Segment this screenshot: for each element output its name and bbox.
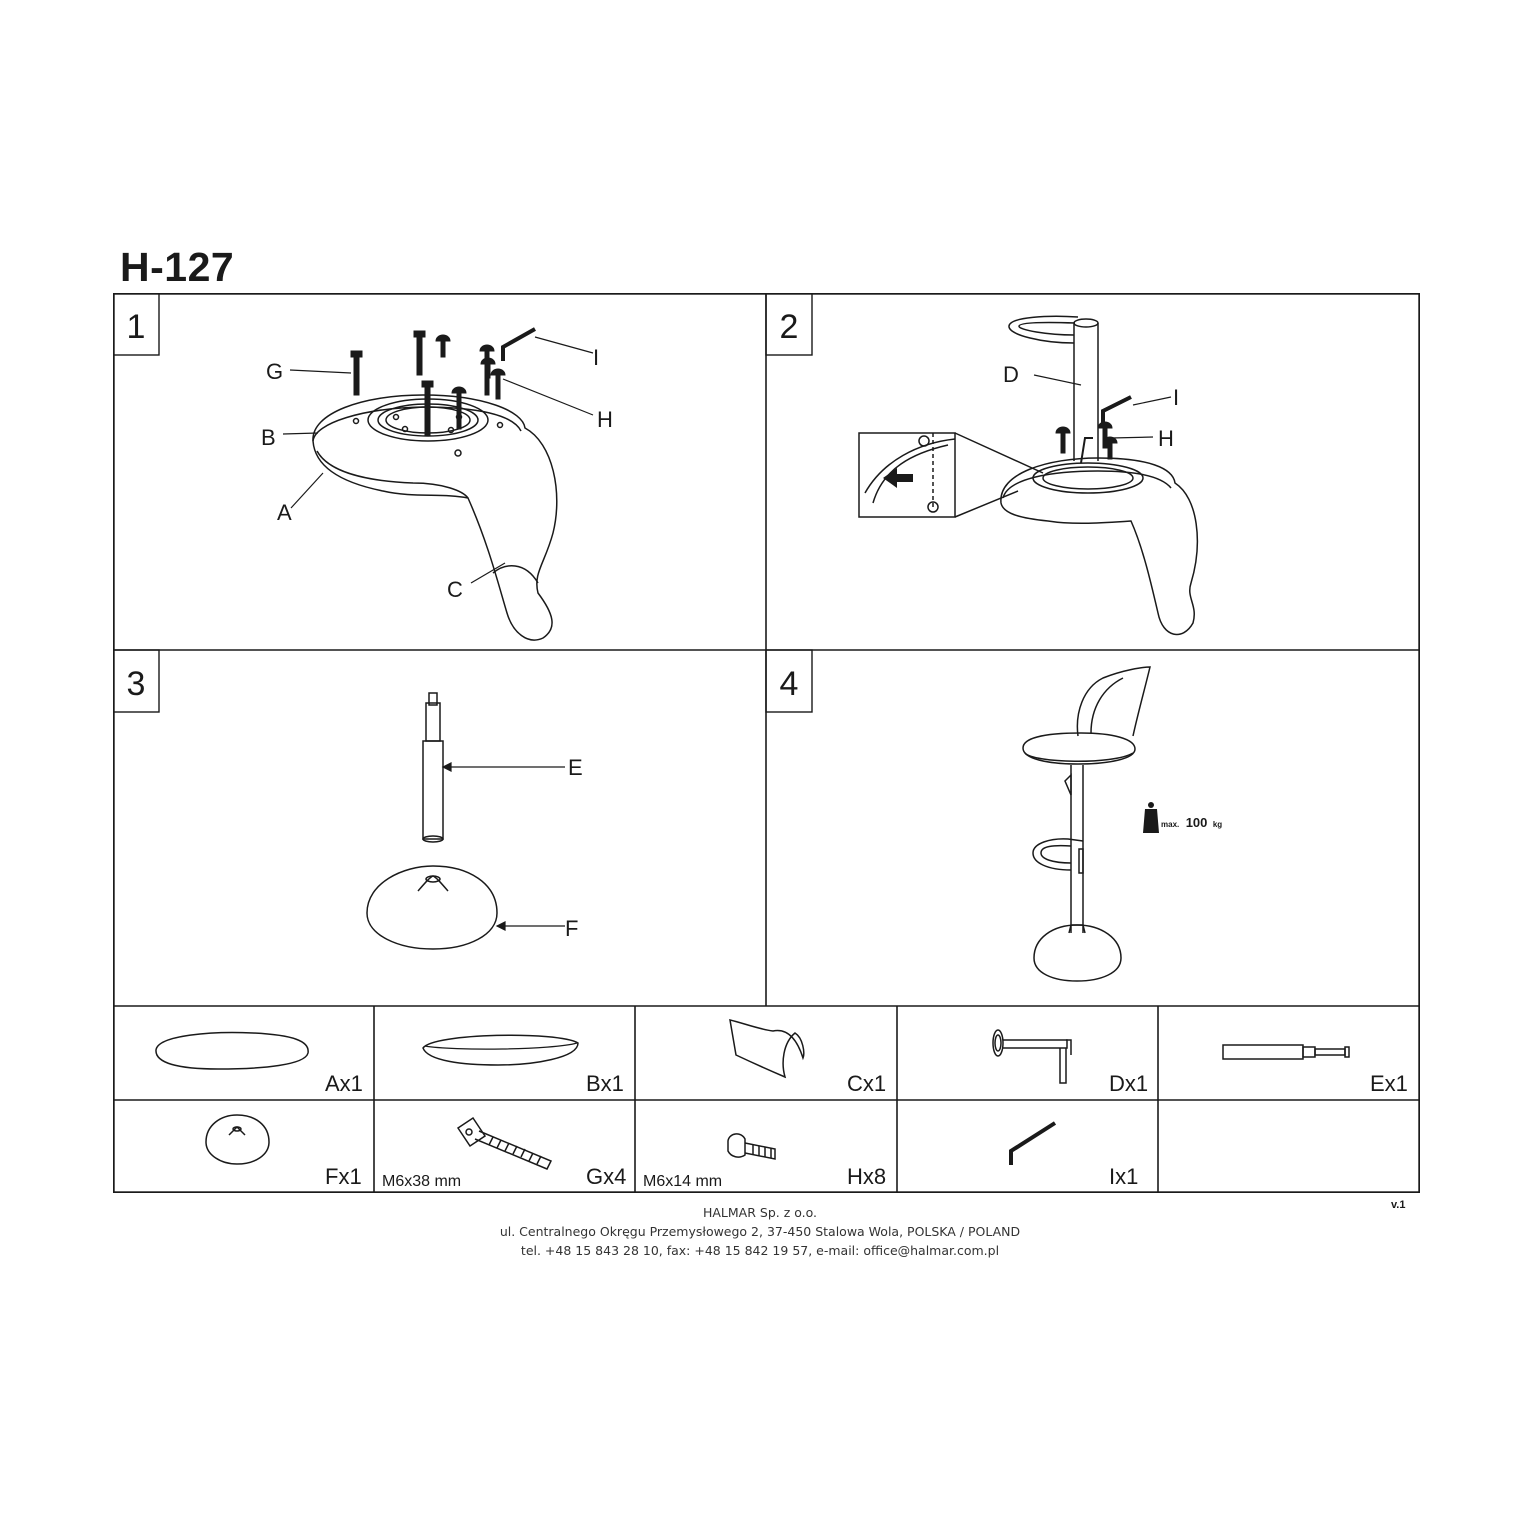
capacity-value: 100 bbox=[1186, 815, 1208, 830]
bolt-h-icons-step-2 bbox=[1055, 421, 1118, 460]
capacity-prefix: max. bbox=[1161, 820, 1179, 829]
base-f-illustration bbox=[366, 865, 498, 950]
assembled-stool-illustration bbox=[1022, 666, 1151, 982]
step-3-panel: 3 E F bbox=[113, 649, 583, 950]
step-3-number: 3 bbox=[127, 665, 146, 703]
part-g-spec: M6x38 mm bbox=[382, 1173, 461, 1190]
step-1-leaders bbox=[282, 336, 594, 584]
step-2-number: 2 bbox=[780, 308, 799, 346]
version-label: v.1 bbox=[1391, 1199, 1406, 1211]
seat-illustration bbox=[312, 394, 558, 641]
step-4-number: 4 bbox=[780, 665, 799, 703]
part-i-icon bbox=[1009, 1121, 1057, 1165]
part-d-label: Dx1 bbox=[1109, 1071, 1148, 1096]
part-a-icon bbox=[155, 1031, 309, 1070]
seat-with-column-illustration bbox=[858, 315, 1199, 636]
part-c-icon bbox=[729, 1019, 805, 1079]
part-g-icon bbox=[456, 1116, 553, 1170]
label-h-step-2: H bbox=[1158, 426, 1174, 451]
part-e-icon bbox=[1222, 1044, 1350, 1060]
part-a-label: Ax1 bbox=[325, 1071, 363, 1096]
part-i-label: Ix1 bbox=[1109, 1164, 1138, 1189]
bolt-h-icons bbox=[435, 334, 506, 430]
allen-key-icon bbox=[501, 327, 536, 361]
part-e-label: Ex1 bbox=[1370, 1071, 1408, 1096]
footer-contact: tel. +48 15 843 28 10, fax: +48 15 842 1… bbox=[520, 1243, 1000, 1258]
label-i-step-2: I bbox=[1173, 385, 1179, 410]
part-h-label: Hx8 bbox=[847, 1164, 886, 1189]
part-d-icon bbox=[992, 1029, 1072, 1084]
label-g: G bbox=[266, 359, 283, 384]
part-c-label: Cx1 bbox=[847, 1071, 886, 1096]
label-a: A bbox=[277, 500, 292, 525]
label-c: C bbox=[447, 577, 463, 602]
part-g-label: Gx4 bbox=[586, 1164, 626, 1189]
label-d-step-2: D bbox=[1003, 362, 1019, 387]
step-2-leaders bbox=[1033, 374, 1172, 439]
part-h-icon bbox=[727, 1133, 776, 1160]
allen-key-icon-step-2 bbox=[1101, 395, 1132, 423]
sheet-grid bbox=[113, 293, 1420, 1193]
weight-icon bbox=[1143, 802, 1159, 833]
label-f: F bbox=[565, 916, 578, 941]
capacity-unit: kg bbox=[1213, 820, 1222, 829]
bolt-g-icons bbox=[350, 330, 434, 436]
assembly-sheet: 1 bbox=[113, 293, 1420, 1193]
step-1-panel: 1 bbox=[113, 293, 613, 641]
step-3-leaders bbox=[441, 762, 565, 931]
label-b: B bbox=[261, 425, 276, 450]
parts-row-2 bbox=[205, 1114, 1057, 1170]
document-title: H-127 bbox=[120, 244, 235, 290]
footer-company: HALMAR Sp. z o.o. bbox=[702, 1205, 818, 1220]
label-h: H bbox=[597, 407, 613, 432]
footer-address: ul. Centralnego Okręgu Przemysłowego 2, … bbox=[499, 1224, 1021, 1239]
label-i: I bbox=[593, 345, 599, 370]
step-2-panel: 2 bbox=[765, 293, 1199, 636]
step-4-panel: 4 max. 100 kg bbox=[765, 649, 1222, 982]
parts-row-1 bbox=[155, 1019, 1350, 1084]
part-b-label: Bx1 bbox=[586, 1071, 624, 1096]
step-1-number: 1 bbox=[127, 308, 146, 346]
allen-key-in-use-icon bbox=[1080, 437, 1093, 464]
label-e: E bbox=[568, 755, 583, 780]
direction-arrow-icon bbox=[883, 468, 913, 488]
part-f-icon bbox=[205, 1114, 270, 1165]
part-f-label: Fx1 bbox=[325, 1164, 362, 1189]
capacity-label: max. 100 kg bbox=[1161, 814, 1222, 831]
part-b-icon bbox=[422, 1034, 579, 1066]
gas-lift-e-illustration bbox=[422, 692, 444, 843]
part-h-spec: M6x14 mm bbox=[643, 1173, 722, 1190]
